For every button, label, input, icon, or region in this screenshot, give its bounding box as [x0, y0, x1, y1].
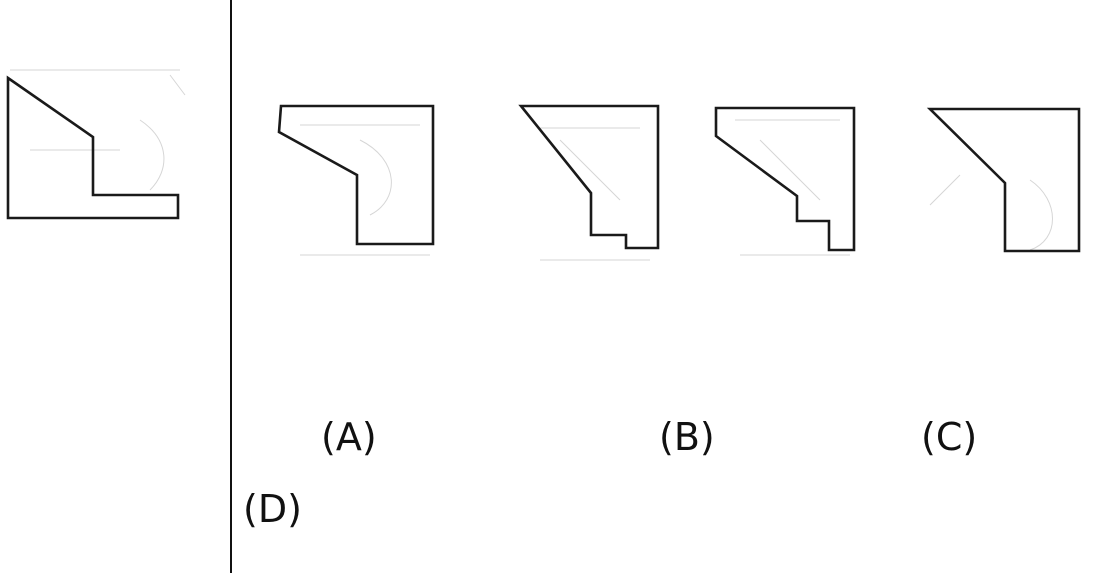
option-d-label: (D) — [243, 487, 302, 531]
option-b-shape — [518, 104, 660, 250]
option-c-label: (C) — [921, 415, 978, 459]
option-d-shape — [926, 107, 1081, 253]
option-b-label: (B) — [659, 415, 715, 459]
scan-ghost-marks — [10, 69, 1053, 261]
option-c-shape — [714, 106, 856, 252]
option-a-label: (A) — [321, 415, 377, 459]
l-shaped-profile-figure — [6, 75, 180, 220]
option-a-shape — [277, 104, 435, 246]
